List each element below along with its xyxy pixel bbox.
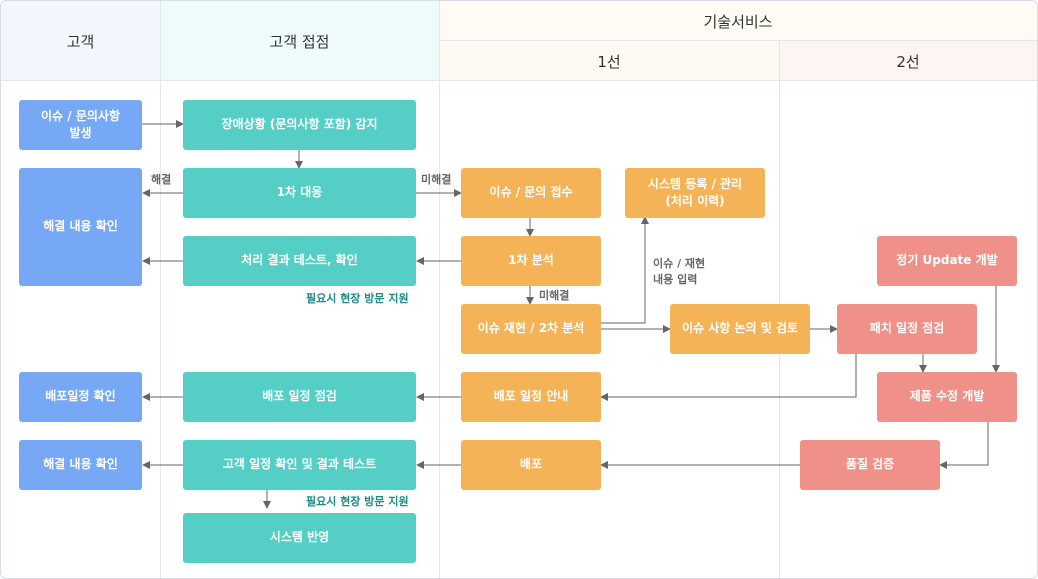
- node-first-response: 1차 대응: [183, 168, 416, 218]
- header-customer: 고객: [66, 32, 95, 51]
- note-onsite-support-1: 필요시 현장 방문 지원: [306, 292, 409, 305]
- node-first-analysis: 1차 분석: [461, 236, 601, 286]
- node-patch-schedule: 패치 일정 점검: [837, 304, 977, 354]
- node-system-apply: 시스템 반영: [183, 513, 416, 563]
- node-regular-update: 정기 Update 개발: [877, 236, 1017, 286]
- note-onsite-support-2: 필요시 현장 방문 지원: [306, 495, 409, 508]
- node-detect: 장애상황 (문의사항 포함) 감지: [183, 100, 416, 150]
- node-result-test: 처리 결과 테스트, 확인: [183, 236, 416, 286]
- second-line-header-bg: [779, 41, 1037, 81]
- first-line-header-bg: [439, 41, 779, 81]
- node-resolve-check-2: 해결 내용 확인: [19, 440, 142, 490]
- node-quality-verify: 품질 검증: [800, 440, 940, 490]
- column-divider-1: [160, 1, 161, 578]
- header-first-line: 1선: [597, 52, 621, 71]
- tech-header-divider: [439, 40, 1037, 41]
- header-divider: [1, 80, 1037, 81]
- header-tech-service: 기술서비스: [703, 12, 773, 31]
- node-issue-receive: 이슈 / 문의 접수: [461, 168, 601, 218]
- contact-header-bg: [160, 1, 439, 81]
- label-unresolved-2: 미해결: [539, 289, 570, 302]
- customer-header-bg: [1, 1, 160, 81]
- column-divider-2: [439, 1, 440, 578]
- label-resolved: 해결: [151, 173, 172, 186]
- label-unresolved-1: 미해결: [421, 173, 452, 186]
- node-reproduce-analysis: 이슈 재현 / 2차 분석: [461, 304, 601, 354]
- node-deploy-schedule-check: 배포일정 확인: [19, 372, 142, 422]
- node-product-fix: 제품 수정 개발: [877, 372, 1017, 422]
- node-resolve-check-1: 해결 내용 확인: [19, 168, 142, 286]
- node-deploy: 배포: [461, 440, 601, 490]
- node-system-register: 시스템 등록 / 관리 (처리 이력): [625, 168, 765, 218]
- tech-header-bg: [439, 1, 1037, 41]
- node-deploy-schedule-notice: 배포 일정 안내: [461, 372, 601, 422]
- header-contact: 고객 접점: [269, 32, 330, 51]
- arrow-product-fix-to-quality: [939, 422, 989, 469]
- node-issue-occur: 이슈 / 문의사항 발생: [19, 100, 142, 150]
- arrow-reproduce-to-system-register: [601, 216, 649, 324]
- label-reproduce-input: 이슈 / 재현 내용 입력: [653, 257, 706, 286]
- node-customer-schedule-test: 고객 일정 확인 및 결과 테스트: [183, 440, 416, 490]
- arrow-patch-to-deploy-notice: [600, 354, 857, 401]
- node-deploy-schedule-inspect: 배포 일정 점검: [183, 372, 416, 422]
- node-issue-discuss: 이슈 사항 논의 및 검토: [670, 304, 810, 354]
- header-second-line: 2선: [896, 52, 920, 71]
